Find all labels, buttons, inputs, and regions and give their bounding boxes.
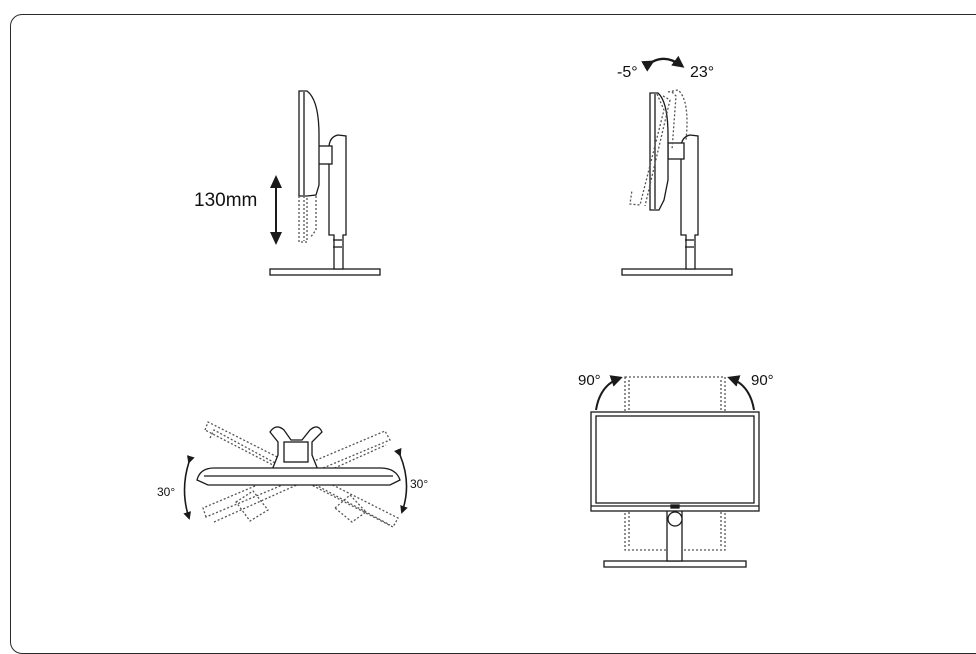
tilt-backward-label: 23° [690, 64, 715, 81]
pivot-arrow-left [595, 375, 623, 411]
height-arrow [270, 175, 282, 245]
swivel-right-label: 30° [410, 477, 429, 491]
tilt-forward-label: -5° [617, 64, 638, 81]
tilt-arrow [641, 55, 685, 72]
pivot-arrow-right [727, 375, 755, 411]
height-adjust-figure [269, 90, 381, 276]
pivot-figure [590, 376, 760, 568]
tilt-figure [621, 89, 733, 276]
pivot-left-label: 90° [578, 372, 601, 389]
height-travel-label: 130mm [194, 190, 258, 211]
swivel-arrow-left [183, 455, 195, 520]
adjustment-diagram [183, 55, 760, 568]
swivel-figure [196, 421, 401, 528]
swivel-arrow-right [394, 447, 408, 514]
pivot-right-label: 90° [751, 372, 774, 389]
swivel-left-label: 30° [157, 485, 176, 499]
